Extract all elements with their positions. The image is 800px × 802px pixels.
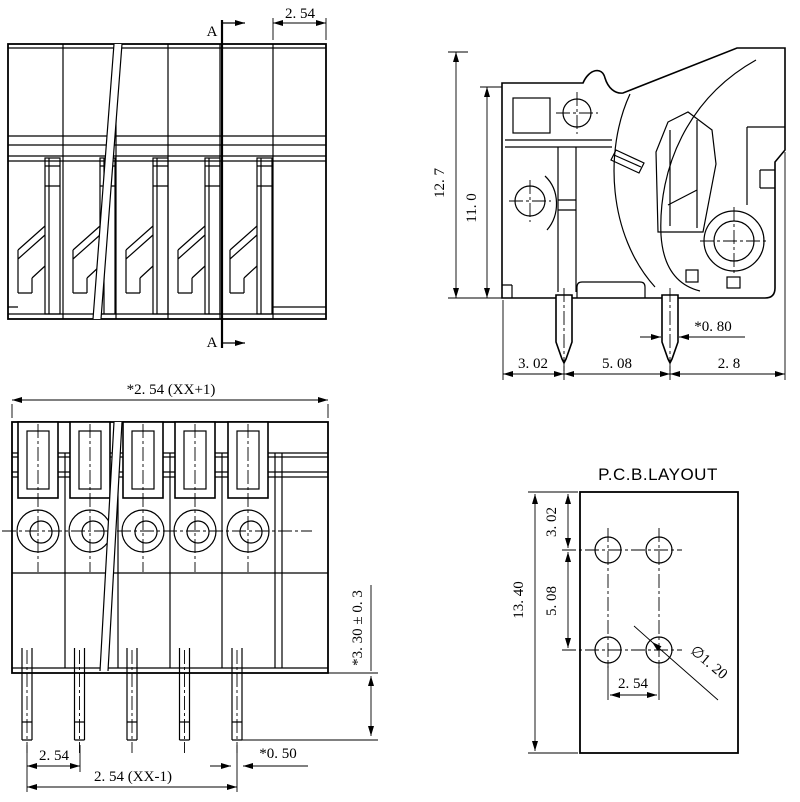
terminal-section	[121, 421, 165, 573]
terminal-section	[177, 157, 221, 315]
dim-row-spacing: 5. 08	[544, 552, 571, 648]
terminal-section	[125, 157, 169, 315]
section-line-A-A: A A	[207, 20, 245, 351]
dim-pin-pitch-text: 2. 54	[39, 748, 70, 764]
wire-entry-window	[512, 97, 551, 134]
dim-total-width-text: *2. 54 (XX+1)	[127, 382, 216, 398]
dim-pin-width-top-text: *0. 50	[259, 746, 297, 762]
clamp-spring-tower	[655, 111, 717, 233]
dim-row-offset-text: 3. 02	[544, 507, 560, 537]
dim-pin-to-back-text: 2. 8	[718, 356, 741, 372]
dim-pitch: 2. 54	[272, 6, 327, 40]
solder-pin	[178, 647, 191, 754]
release-tab	[610, 149, 645, 174]
dim-body-height: 11. 0	[464, 86, 502, 298]
solder-pin	[126, 647, 138, 754]
solder-pin	[231, 647, 243, 754]
dim-pin-span-text: 2. 54 (XX-1)	[94, 769, 172, 785]
dim-hole-diameter-text: ∅1. 20	[687, 643, 730, 683]
conductor-section-mid	[509, 180, 551, 222]
solder-pin	[21, 647, 33, 754]
dim-row-offset: 3. 02	[544, 494, 571, 548]
terminal-section	[173, 421, 217, 573]
dim-body-height-text: 11. 0	[464, 193, 480, 222]
conductor-section-top	[556, 92, 598, 134]
dim-pin-length: *3. 30 ± 0. 3	[242, 585, 378, 741]
front-view: A A 2. 54	[7, 6, 327, 351]
dim-front-to-pin-text: 3. 02	[518, 356, 548, 372]
pcb-layout-view: P.C.B.LAYOUT 13. 40 3. 02 5. 08 2. 54 ∅	[511, 465, 739, 754]
dim-col-spacing: 2. 54	[607, 663, 660, 700]
section-label-top: A	[207, 24, 218, 40]
pcb-board-outline	[579, 491, 739, 754]
dim-board-height: 13. 40	[511, 491, 578, 754]
break-line	[99, 421, 123, 672]
dim-hole-diameter: ∅1. 20	[633, 625, 730, 701]
conductor-boss	[700, 207, 768, 275]
dim-col-spacing-text: 2. 54	[618, 676, 649, 692]
terminal-section	[229, 157, 273, 315]
dim-total-height-text: 12. 7	[432, 168, 448, 199]
break-line	[92, 43, 123, 320]
dim-pin-width-side-text: *0. 80	[694, 319, 732, 335]
dim-pin-pitch: 2. 54 2. 54 (XX-1)	[26, 745, 238, 792]
dim-pin-length-text: *3. 30 ± 0. 3	[350, 590, 366, 666]
dim-pin-positions: 3. 02 5. 08 2. 8	[502, 152, 786, 380]
terminal-section	[16, 421, 60, 573]
side-section-view: 12. 7 11. 0 3. 02 5. 08 2. 8 *0. 80	[432, 47, 786, 380]
terminal-section	[226, 421, 270, 573]
terminal-section	[17, 157, 61, 315]
pcb-layout-title: P.C.B.LAYOUT	[598, 465, 718, 484]
pcb-hole	[594, 536, 622, 564]
dim-total-width: *2. 54 (XX+1)	[11, 382, 329, 418]
section-label-bottom: A	[207, 335, 218, 351]
dim-total-height: 12. 7	[432, 51, 502, 299]
dim-board-height-text: 13. 40	[511, 581, 527, 619]
dim-pitch-text: 2. 54	[285, 6, 316, 22]
dim-pin-width-side: *0. 80	[640, 319, 745, 340]
terminal-section	[68, 421, 112, 573]
top-view: *2. 54 (XX+1) *3. 30 ± 0. 3 2. 54 2. 54 …	[2, 382, 378, 792]
dim-pin-spacing-text: 5. 08	[602, 356, 632, 372]
pcb-hole	[645, 536, 673, 564]
solder-pin	[73, 647, 86, 754]
dim-row-spacing-text: 5. 08	[544, 586, 560, 616]
dim-pin-width-top: *0. 50	[210, 746, 308, 769]
